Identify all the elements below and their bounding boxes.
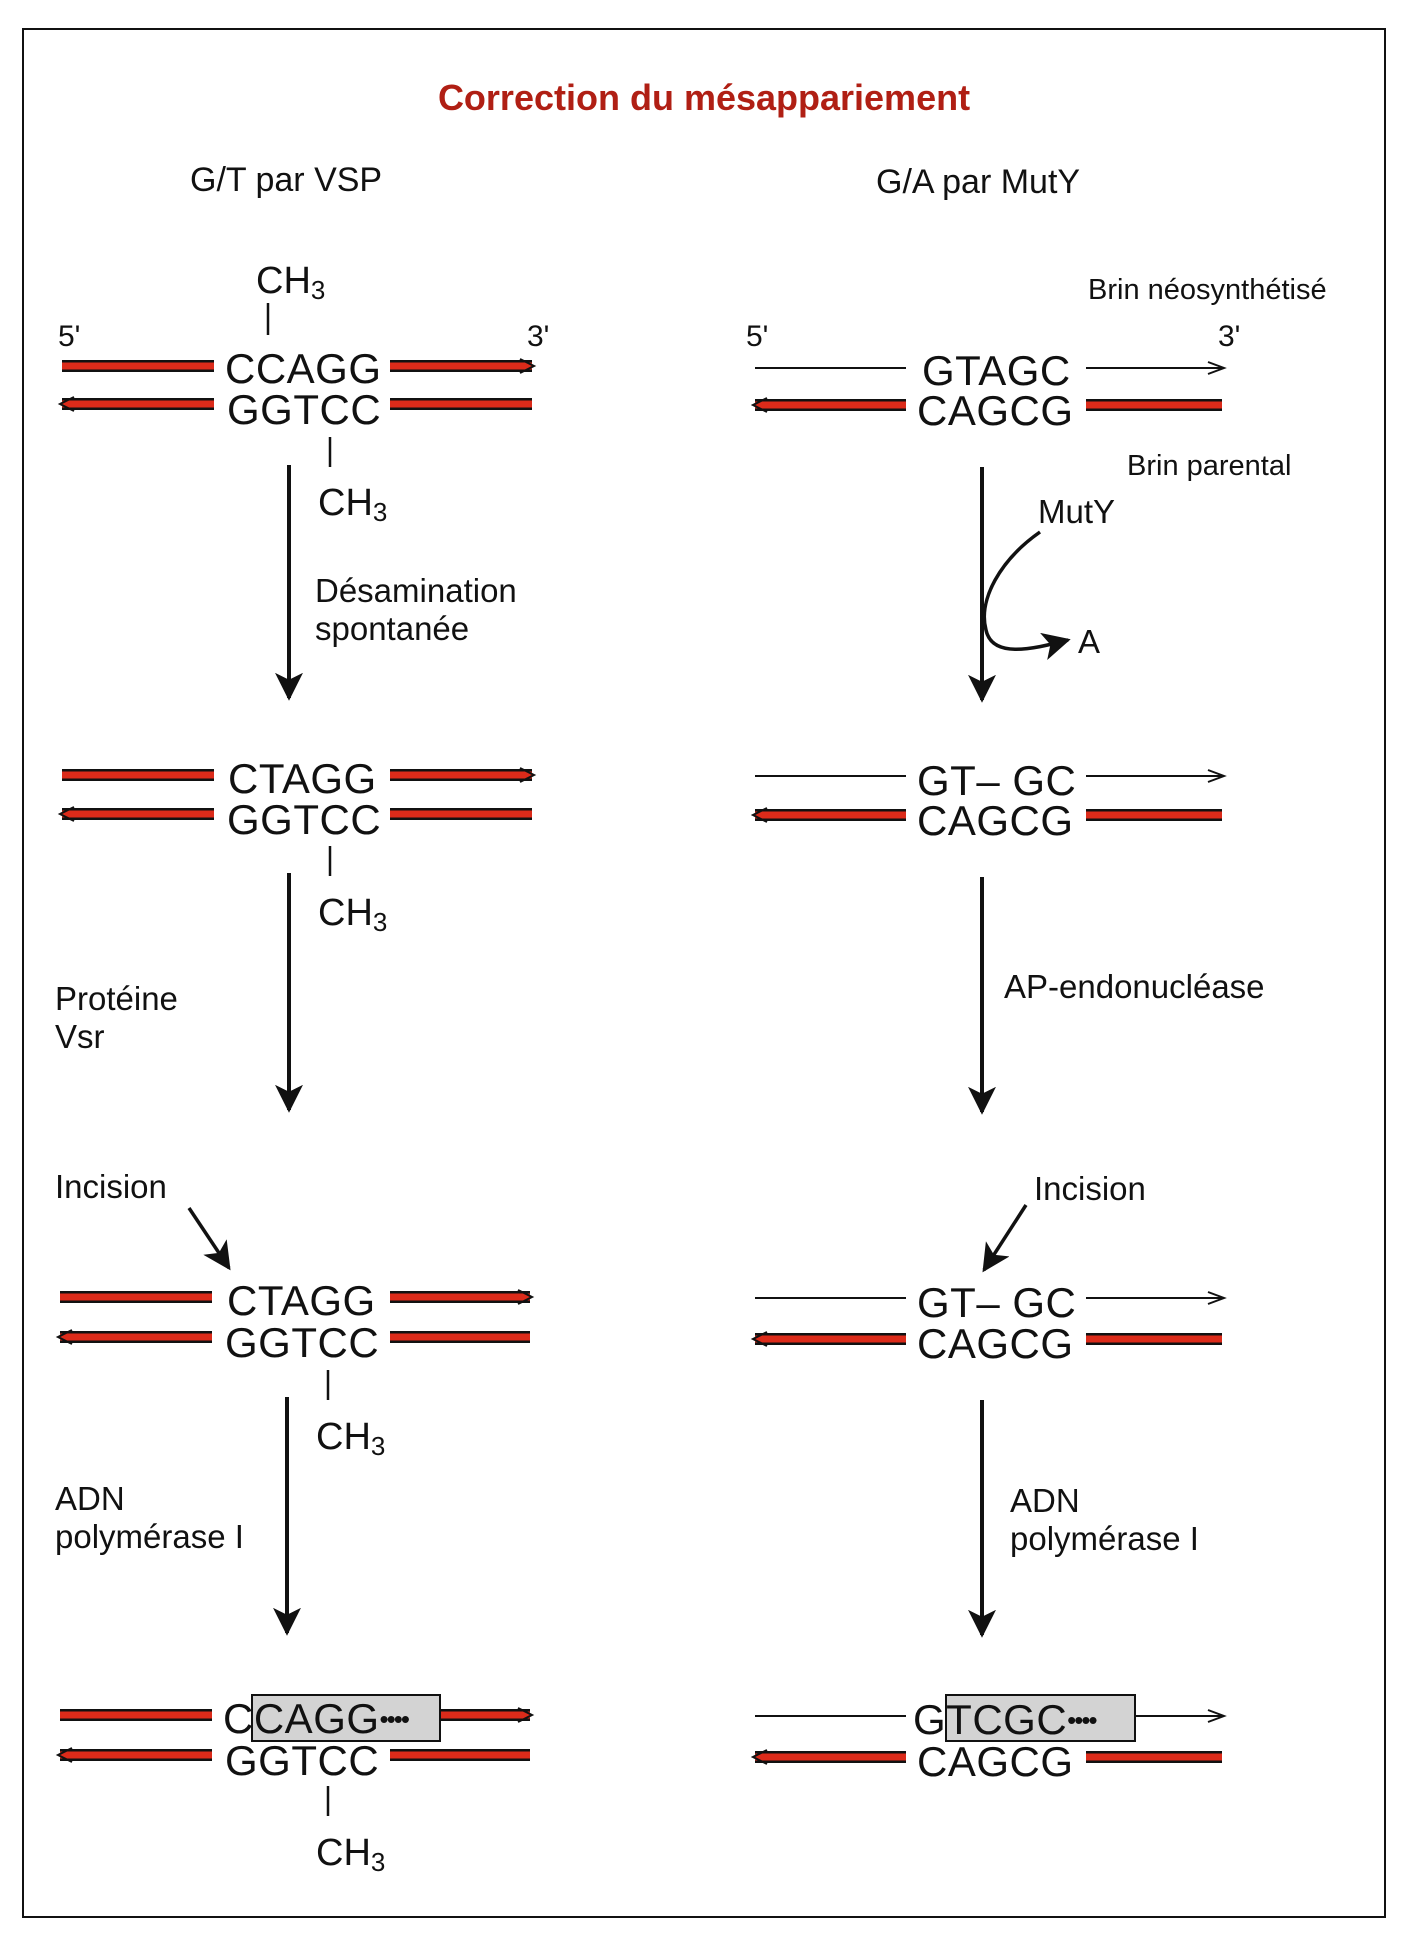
right-step1-bottom-seq: CAGCG — [917, 387, 1074, 434]
released-base-label: A — [1078, 623, 1101, 660]
left-step2-top-seq: CTAGG — [228, 755, 377, 802]
right-5prime-label: 5' — [746, 320, 769, 353]
right-incision-arrow — [982, 1204, 1028, 1273]
left-ch3-step2: CH3 — [318, 892, 388, 937]
left-arrow3-label: ADN polymérase I — [55, 1480, 244, 1555]
right-step2-top-seq: GT– GC — [917, 757, 1077, 804]
right-duplex-3 — [750, 1291, 1227, 1347]
right-duplex-2 — [750, 769, 1227, 823]
diagram-title: Correction du mésappariement — [437, 77, 971, 118]
right-step4-dots: •••• — [1067, 1705, 1097, 1735]
left-repair-box — [251, 1694, 441, 1742]
right-step4-top-seq: GTCGC•••• — [913, 1696, 1098, 1743]
muty-enzyme-label: MutY — [1038, 493, 1116, 530]
new-strand-label: Brin néosynthétisé — [1088, 274, 1327, 306]
left-step4-dots: •••• — [379, 1704, 410, 1734]
left-3prime-label: 3' — [527, 320, 550, 353]
right-heading: G/A par MutY — [876, 163, 1081, 201]
left-duplex-4 — [55, 1707, 535, 1816]
right-3prime-label: 3' — [1218, 320, 1241, 353]
left-step1-top-seq: CCAGG — [225, 345, 382, 392]
right-duplex-1 — [750, 361, 1227, 413]
left-step1-bottom-seq: GGTCC — [227, 386, 382, 433]
left-duplex-1 — [57, 303, 537, 467]
right-step1-top-seq: GTAGC — [922, 347, 1071, 394]
right-arrow2-label: AP-endonucléase — [1004, 968, 1265, 1005]
left-5prime-label: 5' — [58, 320, 81, 353]
right-step2-bottom-seq: CAGCG — [917, 797, 1074, 844]
muty-curved-arrow — [982, 530, 1071, 660]
parental-strand-label: Brin parental — [1127, 450, 1292, 482]
right-repair-box — [945, 1694, 1136, 1742]
right-step4-bottom-seq: CAGCG — [917, 1738, 1074, 1785]
right-arrow3-label: ADN polymérase I — [1010, 1482, 1199, 1557]
left-arrow1-label: Désamination spontanée — [315, 572, 517, 647]
left-step4-new-bases: CAGG — [253, 1695, 380, 1742]
left-ch3-step3: CH3 — [316, 1416, 386, 1461]
right-step3-top-seq: GT– GC — [917, 1279, 1077, 1326]
right-step4-new-bases: TCGC — [946, 1696, 1068, 1743]
right-step3-bottom-seq: CAGCG — [917, 1320, 1074, 1367]
left-ch3-top: CH3 — [256, 260, 326, 305]
left-step3-top-seq: CTAGG — [227, 1277, 376, 1324]
left-duplex-3 — [55, 1289, 535, 1400]
left-step2-bottom-seq: GGTCC — [227, 796, 382, 843]
left-ch3-step1-bottom: CH3 — [318, 482, 388, 527]
left-step3-bottom-seq: GGTCC — [225, 1319, 380, 1366]
left-duplex-2 — [57, 767, 537, 876]
left-incision-arrow — [187, 1207, 231, 1271]
left-step4-bottom-seq: GGTCC — [225, 1737, 380, 1784]
left-ch3-step4: CH3 — [316, 1832, 386, 1877]
left-arrow2-label: Protéine Vsr — [55, 980, 178, 1055]
left-incision-label: Incision — [55, 1168, 167, 1205]
left-step4-top-seq: CCAGG•••• — [223, 1695, 410, 1742]
left-heading: G/T par VSP — [190, 161, 383, 199]
right-incision-label: Incision — [1034, 1170, 1146, 1207]
right-duplex-4 — [750, 1709, 1227, 1765]
diagram-frame — [22, 28, 1386, 1918]
